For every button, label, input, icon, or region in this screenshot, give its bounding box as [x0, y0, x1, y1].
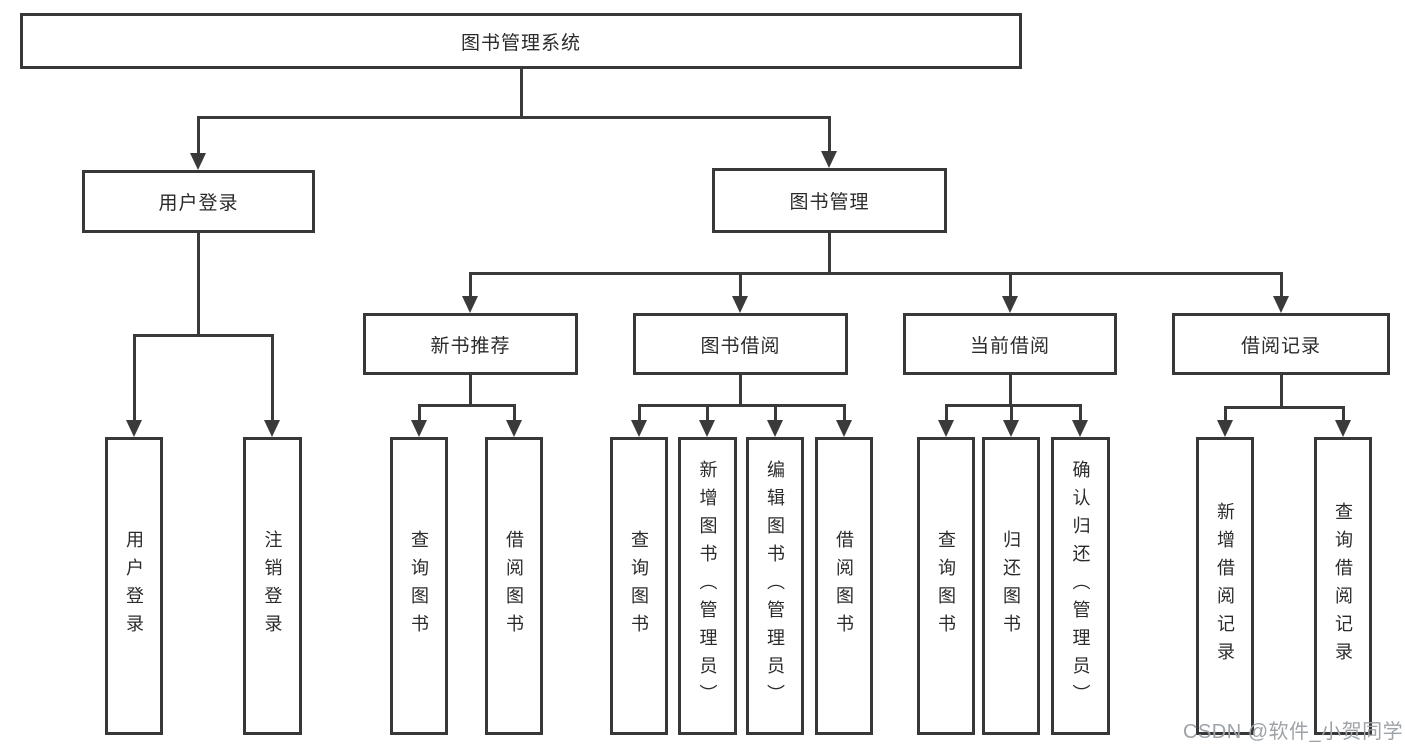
leaf-user-login-label: 用户登录: [124, 530, 144, 642]
node-book-mgmt-label: 图书管理: [789, 192, 870, 213]
connector-book-mgmt-stem: [827, 233, 831, 275]
leaf-current-query: 查询图书: [917, 437, 975, 735]
connector-level3-rail: [469, 272, 1283, 275]
arrow-current-borrow-leaf-2: [1003, 404, 1019, 437]
arrow-new-book-leaf-1: [411, 404, 427, 437]
arrow-current-borrow-leaf-1: [938, 404, 954, 437]
connector-borrow-record-stem: [1279, 375, 1283, 409]
leaf-current-confirm-admin: 确认归还（管理员）: [1051, 437, 1110, 735]
leaf-user-login: 用户登录: [105, 437, 163, 735]
node-book-mgmt: 图书管理: [712, 168, 947, 233]
leaf-record-query-label: 查询借阅记录: [1333, 502, 1353, 670]
arrow-new-book-leaf-2: [506, 404, 522, 437]
leaf-new-book-borrow: 借阅图书: [485, 437, 543, 735]
node-root-label: 图书管理系统: [460, 32, 581, 54]
leaf-user-logout: 注销登录: [243, 437, 302, 735]
arrow-to-book-mgmt: [821, 116, 837, 168]
leaf-borrow-query: 查询图书: [610, 437, 668, 735]
arrow-to-user-login: [190, 116, 206, 170]
leaf-new-book-borrow-label: 借阅图书: [504, 530, 524, 642]
leaf-user-logout-label: 注销登录: [262, 530, 283, 642]
leaf-current-return: 归还图书: [982, 437, 1040, 735]
arrow-book-borrow-leaf-2: [699, 404, 715, 437]
node-book-borrow-label: 图书借阅: [700, 335, 781, 357]
connector-current-borrow-rail: [945, 404, 1082, 407]
arrow-borrow-record-leaf-2: [1335, 406, 1351, 437]
connector-new-book-stem: [468, 375, 472, 407]
leaf-borrow-query-label: 查询图书: [629, 530, 649, 642]
node-new-book: 新书推荐: [363, 313, 578, 375]
leaf-current-confirm-admin-label: 确认归还（管理员）: [1070, 460, 1091, 712]
arrow-current-borrow-leaf-3: [1072, 404, 1088, 437]
node-borrow-record-label: 借阅记录: [1240, 335, 1321, 357]
leaf-borrow-add-admin-label: 新增图书（管理员）: [697, 460, 718, 712]
leaf-new-book-query: 查询图书: [390, 437, 448, 735]
leaf-record-query: 查询借阅记录: [1314, 437, 1372, 735]
csdn-watermark: CSDN @软件_小贺同学: [1183, 721, 1404, 743]
leaf-borrow-book-label: 借阅图书: [834, 530, 854, 642]
leaf-current-return-label: 归还图书: [1001, 530, 1021, 642]
connector-book-borrow-stem: [738, 375, 742, 407]
connector-level2-rail: [197, 116, 831, 119]
leaf-borrow-book: 借阅图书: [815, 437, 873, 735]
leaf-record-add: 新增借阅记录: [1196, 437, 1254, 735]
arrow-to-new-book: [462, 272, 478, 313]
arrow-borrow-record-leaf-1: [1217, 406, 1233, 437]
connector-new-book-rail: [418, 404, 516, 407]
node-borrow-record: 借阅记录: [1172, 313, 1390, 375]
arrow-to-leaf-logout: [264, 334, 280, 437]
leaf-current-query-label: 查询图书: [936, 530, 956, 642]
connector-user-login-rail: [133, 334, 274, 337]
leaf-borrow-add-admin: 新增图书（管理员）: [678, 437, 737, 735]
connector-root-stem: [519, 69, 523, 118]
leaf-borrow-edit-admin: 编辑图书（管理员）: [746, 437, 804, 735]
arrow-to-current-borrow: [1002, 272, 1018, 313]
node-current-borrow-label: 当前借阅: [969, 335, 1050, 357]
node-current-borrow: 当前借阅: [903, 313, 1117, 375]
arrow-book-borrow-leaf-4: [836, 404, 852, 437]
connector-user-login-stem: [196, 233, 200, 336]
leaf-new-book-query-label: 查询图书: [409, 530, 429, 642]
arrow-to-leaf-login: [126, 334, 142, 437]
node-user-login: 用户登录: [82, 170, 315, 233]
node-book-borrow: 图书借阅: [633, 313, 848, 375]
arrow-to-borrow-record: [1273, 272, 1289, 313]
node-new-book-label: 新书推荐: [430, 335, 511, 357]
leaf-borrow-edit-admin-label: 编辑图书（管理员）: [765, 460, 785, 712]
arrow-book-borrow-leaf-1: [631, 404, 647, 437]
node-user-login-label: 用户登录: [158, 193, 239, 214]
arrow-to-book-borrow: [732, 272, 748, 313]
connector-borrow-record-rail: [1224, 406, 1345, 409]
connector-book-borrow-rail: [638, 404, 846, 407]
node-root: 图书管理系统: [20, 13, 1022, 69]
connector-current-borrow-stem: [1008, 375, 1012, 407]
leaf-record-add-label: 新增借阅记录: [1215, 502, 1235, 670]
arrow-book-borrow-leaf-3: [767, 404, 783, 437]
